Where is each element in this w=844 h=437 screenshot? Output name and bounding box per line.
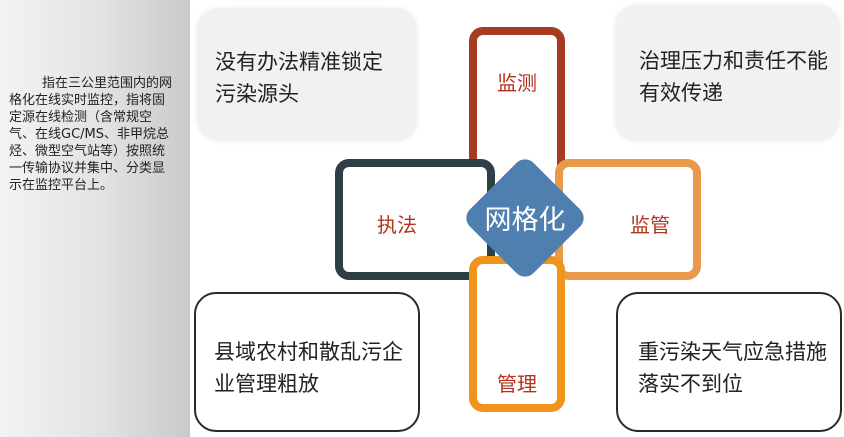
- description-text: 指在三公里范围内的网格化在线实时监控，指将固定源在线检测（含常规空气、在线GC/…: [9, 76, 173, 193]
- card-top-right-text: 治理压力和责任不能有效传递: [639, 49, 828, 105]
- center-label: 网格化: [484, 205, 566, 236]
- left-description-panel: 指在三公里范围内的网格化在线实时监控，指将固定源在线检测（含常规空气、在线GC/…: [0, 0, 190, 437]
- card-bottom-left: 县域农村和散乱污企业管理粗放: [194, 292, 420, 432]
- card-bottom-right: 重污染天气应急措施落实不到位: [616, 292, 842, 432]
- bottom-arm-label: 管理: [497, 372, 537, 396]
- right-arm: 监管: [555, 159, 701, 280]
- left-arm-label: 执法: [377, 213, 417, 237]
- card-top-right: 治理压力和责任不能有效传递: [615, 5, 840, 141]
- center-diamond: [466, 159, 584, 277]
- card-bottom-right-text: 重污染天气应急措施落实不到位: [638, 340, 827, 396]
- bottom-arm: 管理: [469, 256, 565, 412]
- center-diamond-shape: [466, 159, 584, 277]
- card-top-left: 没有办法精准锁定污染源头: [197, 8, 417, 141]
- card-bottom-left-text: 县域农村和散乱污企业管理粗放: [214, 340, 403, 396]
- top-arm-label: 监测: [497, 71, 537, 95]
- card-top-left-text: 没有办法精准锁定污染源头: [215, 50, 383, 106]
- right-arm-label: 监管: [630, 213, 670, 237]
